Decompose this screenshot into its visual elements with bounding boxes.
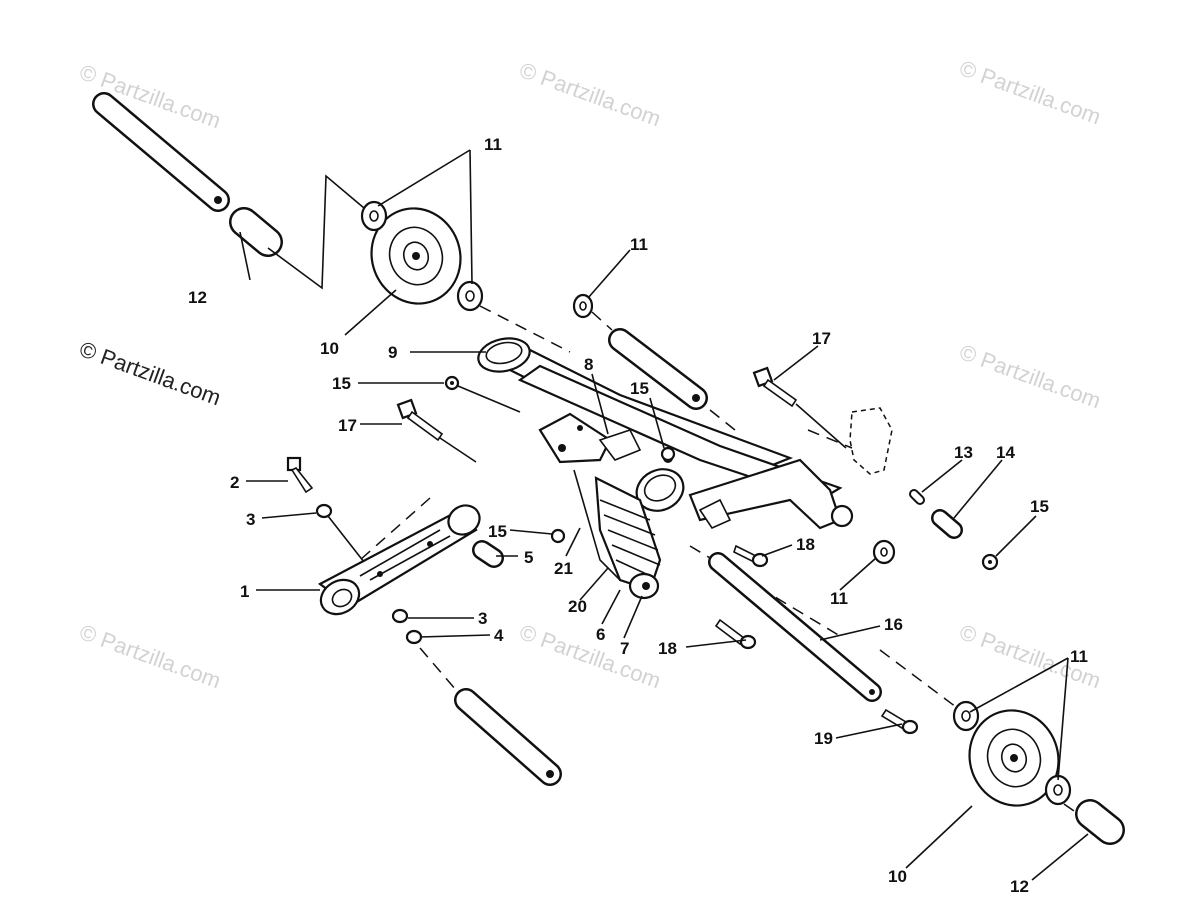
watermark: © Partzilla.com [516,57,664,131]
callout-20: 20 [568,597,587,616]
nut-15-right [981,553,999,571]
callout-10: 10 [888,867,907,886]
callout-8: 8 [584,355,593,374]
callout-12: 12 [188,288,207,307]
bolt-18-lower [714,618,757,650]
callout-3: 3 [478,609,487,628]
leader-lines [239,149,1089,881]
watermark: © Partzilla.com [956,339,1104,413]
callout-18: 18 [796,535,815,554]
nut-15-upper [444,375,521,413]
bolt-18-upper [733,544,769,568]
callout-15: 15 [332,374,351,393]
bushing-5 [472,540,504,568]
callout-21: 21 [554,559,573,578]
washer-11-lower-b [1044,774,1072,806]
callout-9: 9 [388,343,397,362]
nut-15-front [550,528,566,544]
watermark: © Partzilla.com [76,619,224,693]
bolt-17-right [752,366,847,449]
callout-11: 11 [484,135,502,154]
watermark-primary: © Partzilla.com [76,336,224,410]
callout-10: 10 [320,339,339,358]
washer-11-lower-a [952,700,980,732]
bolt-17-left [396,398,477,463]
bolt-2 [286,456,314,494]
idler-wheel-lower [968,709,1060,807]
washer-11-right [872,539,896,565]
callout-18: 18 [658,639,677,658]
callout-14: 14 [996,443,1015,462]
watermark: © Partzilla.com [956,55,1104,129]
spacer-12-upper [229,207,283,257]
callout-16: 16 [884,615,903,634]
callout-11: 11 [630,235,648,254]
spacer-tube [608,328,708,410]
callout-6: 6 [596,625,605,644]
callout-17: 17 [812,329,831,348]
idler-wheel-upper [370,207,462,305]
callout-7: 7 [620,639,629,658]
washer-3-upper [315,503,333,519]
washer-11-upper-a [360,200,388,232]
lower-left-shaft [454,688,562,786]
washer-11-upper-b [456,280,484,312]
callout-11: 11 [1070,647,1088,666]
upper-left-shaft [92,92,230,212]
callout-17: 17 [338,416,357,435]
callout-15: 15 [630,379,649,398]
rear-arm-9 [477,337,854,530]
washer-11-mid [572,293,594,319]
nut-15-arm [660,446,676,462]
long-shaft-16 [708,552,882,702]
callout-15: 15 [1030,497,1049,516]
pivot-outline [849,407,893,475]
callout-13: 13 [954,443,973,462]
callout-3: 3 [246,510,255,529]
spacer-12-lower [1075,799,1125,845]
callout-15: 15 [488,522,507,541]
callout-12: 12 [1010,877,1029,896]
callout-1: 1 [240,582,249,601]
callout-2: 2 [230,473,239,492]
pin-13 [909,489,925,505]
callout-11: 11 [830,589,848,608]
bushing-14 [931,509,963,539]
callout-19: 19 [814,729,833,748]
watermark: © Partzilla.com [516,619,664,693]
nut-4 [405,629,423,645]
washer-3-lower [391,608,409,624]
callout-5: 5 [524,548,533,567]
bolt-19 [880,708,919,735]
callout-4: 4 [494,626,504,645]
shock-absorber [573,469,662,600]
front-arm-1 [317,504,481,616]
